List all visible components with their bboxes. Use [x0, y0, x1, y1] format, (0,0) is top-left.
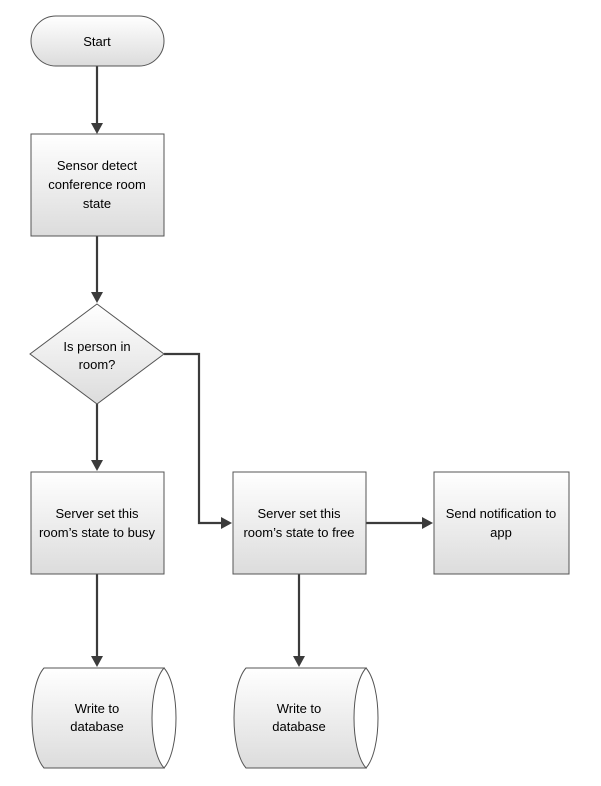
db-right-label-line-2: database [272, 719, 326, 734]
free-node: Server set this room’s state to free [232, 471, 367, 575]
db-left-storage-shape [31, 667, 166, 769]
busy-process-shape [30, 471, 165, 575]
busy-label-line-2: room’s state to busy [39, 525, 156, 540]
arrowhead-sensor [91, 123, 103, 134]
db-left-storage-curve [163, 667, 177, 769]
decision-label-line-2: room? [79, 357, 116, 372]
db-left-label-line-1: Write to [75, 701, 120, 716]
notify-process-shape [433, 471, 570, 575]
arrowhead-db-right [293, 656, 305, 667]
free-label-line-2: room’s state to free [243, 525, 354, 540]
free-process-shape [232, 471, 367, 575]
notify-label-line-1: Send notification to [446, 506, 557, 521]
sensor-node: Sensor detect conference room state [30, 133, 165, 237]
sensor-label-line-1: Sensor detect [57, 158, 138, 173]
arrowhead-decision [91, 292, 103, 303]
edge-decision-to-free [164, 352, 222, 525]
decision-diamond-shape [29, 303, 165, 405]
notify-node: Send notification to app [433, 471, 570, 575]
db-right-storage-shape [233, 667, 368, 769]
notify-label-line-2: app [490, 525, 512, 540]
busy-label-line-1: Server set this [55, 506, 139, 521]
sensor-process-shape [30, 133, 165, 237]
db-left-label-line-2: database [70, 719, 124, 734]
decision-node: Is person in room? [29, 303, 165, 405]
sensor-label-line-3: state [83, 196, 111, 211]
decision-label-line-1: Is person in [63, 339, 130, 354]
free-label-line-1: Server set this [257, 506, 341, 521]
db-right-node: Write to database [233, 667, 379, 769]
arrowhead-db-left [91, 656, 103, 667]
db-right-storage-curve [365, 667, 379, 769]
sensor-label-line-2: conference room [48, 177, 146, 192]
arrowhead-notify [422, 517, 433, 529]
start-label: Start [83, 34, 111, 49]
start-terminator-shape [30, 15, 165, 67]
db-right-label-line-1: Write to [277, 701, 322, 716]
connectors [91, 66, 433, 667]
arrowhead-busy [91, 460, 103, 471]
busy-node: Server set this room’s state to busy [30, 471, 165, 575]
db-left-node: Write to database [31, 667, 177, 769]
arrowhead-free [221, 517, 232, 529]
start-node: Start [30, 15, 165, 67]
